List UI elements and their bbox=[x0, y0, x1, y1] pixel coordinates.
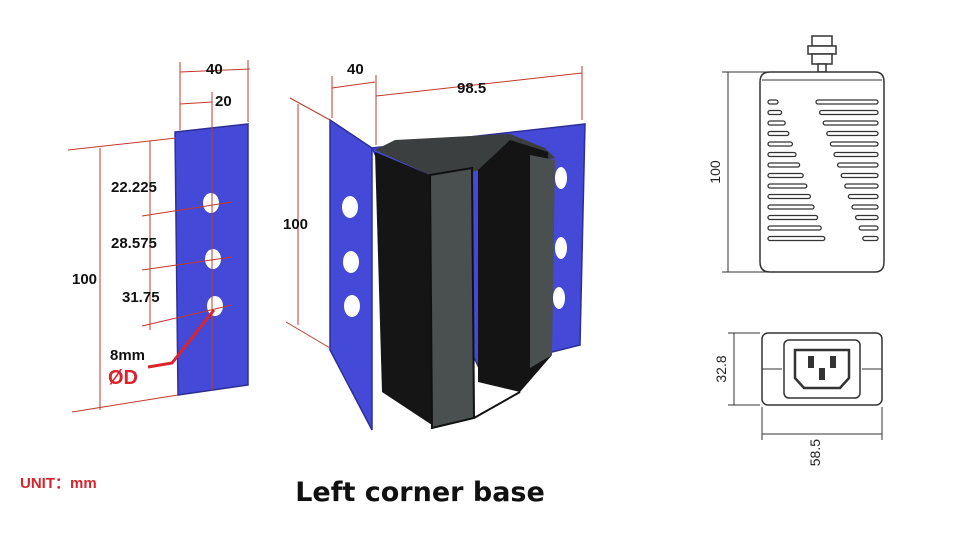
top-view-height-label: 100 bbox=[707, 160, 723, 184]
vent-slot-right bbox=[858, 225, 879, 231]
side-hole-1 bbox=[203, 193, 219, 213]
front-view-width-label: 58.5 bbox=[807, 439, 823, 466]
iso-side-hole-2 bbox=[343, 251, 359, 273]
vent-slot-left bbox=[767, 214, 819, 221]
vent-slot-left bbox=[767, 162, 801, 168]
vent-slot-right bbox=[840, 172, 879, 179]
vent-slot-right bbox=[844, 183, 879, 189]
vent-slot-right bbox=[829, 141, 879, 147]
vent-slot-right bbox=[822, 120, 879, 126]
iso-side-hole-3 bbox=[344, 295, 360, 317]
top-view-dimension-lines bbox=[722, 71, 768, 273]
hole-spacing-2-label: 28.575 bbox=[111, 235, 157, 252]
adapter-outline-top bbox=[759, 71, 885, 273]
side-hole-2 bbox=[205, 249, 221, 269]
vent-slot-left bbox=[767, 172, 804, 179]
vent-slot-left bbox=[767, 130, 790, 137]
vent-slot-left bbox=[767, 193, 812, 200]
hole-diameter-symbol: ØD bbox=[108, 367, 138, 389]
side-height-label: 100 bbox=[72, 271, 97, 288]
vent-slot-right bbox=[826, 130, 879, 137]
adapter-front-view: 32.8 58.5 bbox=[713, 332, 883, 466]
side-dimension-lines bbox=[67, 60, 251, 413]
iso-dimension-lines bbox=[285, 66, 583, 349]
vent-slot-left bbox=[767, 141, 794, 147]
iso-back-hole-1 bbox=[555, 167, 567, 189]
unit-label: UNIT：mm bbox=[20, 475, 97, 492]
iso-view: 40 98.5 100 bbox=[283, 61, 586, 431]
iso-width-label: 98.5 bbox=[457, 80, 486, 97]
side-width-outer-label: 40 bbox=[206, 61, 223, 78]
vent-slot-left bbox=[767, 120, 786, 126]
vent-slot-right bbox=[862, 235, 879, 242]
drawing-caption: Left corner base bbox=[295, 477, 545, 508]
vent-slot-right bbox=[818, 109, 879, 116]
vent-slot-left bbox=[767, 109, 783, 116]
iec-pin-left bbox=[808, 356, 814, 368]
vent-slot-left bbox=[767, 99, 779, 105]
power-cable bbox=[807, 35, 837, 73]
hole-spacing-1-label: 22.225 bbox=[111, 179, 157, 196]
adapter-front-face bbox=[428, 166, 476, 430]
iso-depth-label: 40 bbox=[347, 61, 364, 78]
iso-back-hole-2 bbox=[555, 237, 567, 259]
vent-slot-left bbox=[767, 204, 815, 210]
vent-slot-right bbox=[847, 193, 879, 200]
side-width-inner-label: 20 bbox=[215, 93, 232, 110]
iso-side-hole-1 bbox=[342, 196, 358, 218]
vent-slot-right bbox=[854, 214, 879, 221]
vent-slot-right bbox=[851, 204, 879, 210]
iso-side-plate bbox=[329, 118, 373, 431]
front-view-height-label: 32.8 bbox=[713, 355, 729, 382]
hole-size-label: 8mm bbox=[110, 347, 145, 364]
vent-slot-left bbox=[767, 235, 826, 242]
iso-height-label: 100 bbox=[283, 216, 308, 233]
side-view: 40 20 100 22.225 28.575 31.75 8mm ØD bbox=[67, 60, 251, 413]
vent-slot-right bbox=[815, 99, 879, 105]
adapter-base-edge bbox=[473, 391, 521, 419]
vent-slot-left bbox=[767, 225, 822, 231]
adapter-top-view: 100 bbox=[707, 35, 885, 273]
hole-spacing-3-label: 31.75 bbox=[122, 289, 160, 306]
adapter-left-panel bbox=[375, 152, 432, 425]
iec-pin-right bbox=[830, 356, 836, 368]
front-view-dimension-lines bbox=[728, 332, 883, 440]
side-hole-3 bbox=[207, 296, 223, 316]
adapter-vent-slots bbox=[767, 99, 879, 242]
vent-slot-left bbox=[767, 183, 808, 189]
vent-slot-right bbox=[836, 162, 879, 168]
hole-callout-leader bbox=[147, 309, 216, 369]
vent-slot-left bbox=[767, 151, 797, 158]
adapter-right-face bbox=[530, 155, 555, 368]
vent-slot-right bbox=[833, 151, 879, 158]
iso-back-hole-3 bbox=[553, 287, 565, 309]
iec-pin-earth bbox=[819, 368, 825, 380]
